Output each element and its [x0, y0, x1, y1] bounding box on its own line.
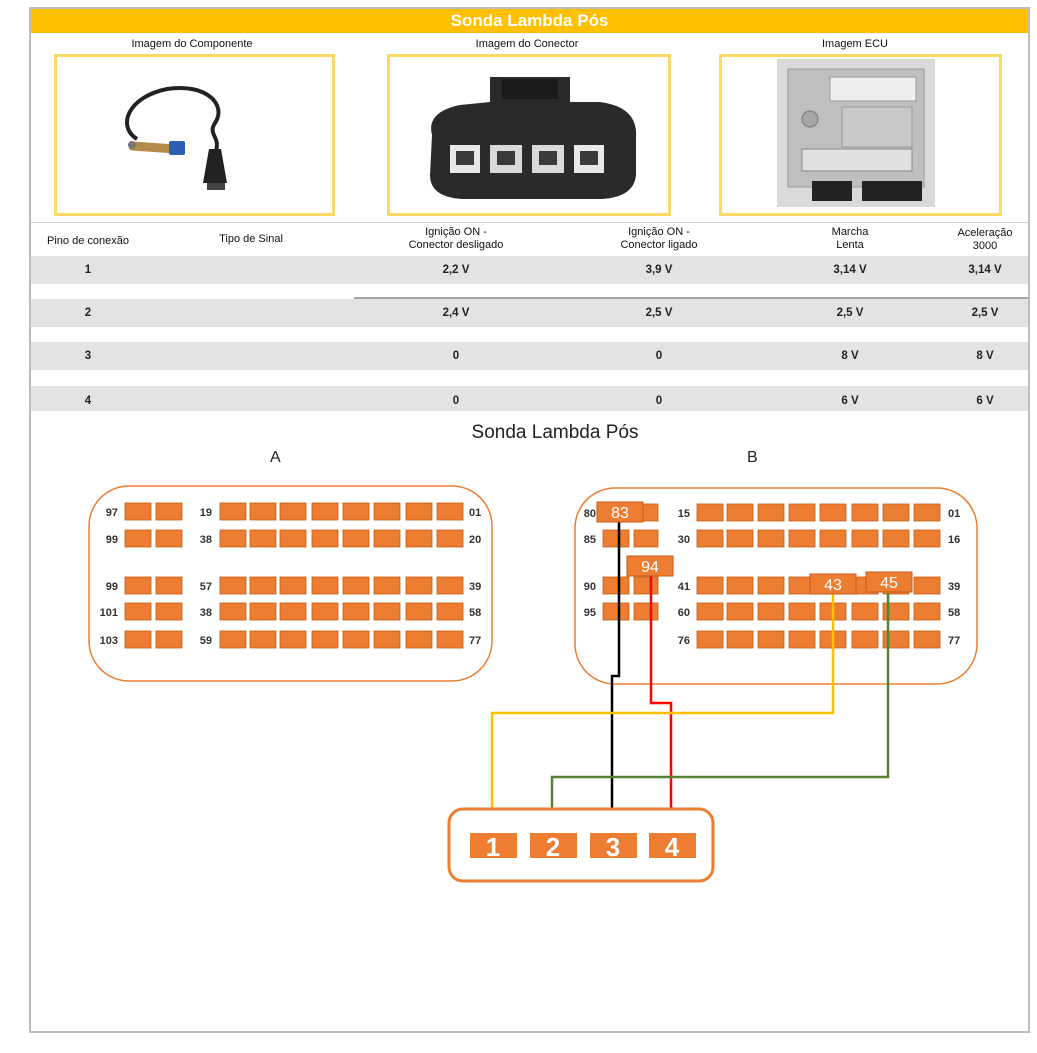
header-ign-on: Ignição ON - Conector ligado	[620, 226, 698, 251]
lambda-sensor-illustration	[125, 86, 227, 190]
component-image-caption: Imagem do Componente	[131, 38, 253, 50]
page-title: Sonda Lambda Pós	[31, 9, 1028, 33]
component-image	[54, 54, 335, 216]
ecu-image	[719, 54, 1002, 216]
table-header: Pino de conexão Tipo de Sinal Ignição ON…	[31, 222, 1028, 256]
connector-image-caption: Imagem do Conector	[475, 38, 579, 50]
ecu-illustration	[777, 59, 935, 207]
connector-a-label: A	[270, 449, 281, 466]
header-signal: Tipo de Sinal	[219, 233, 283, 245]
table-row: 2 2,4 V 2,5 V 2,5 V 2,5 V	[31, 299, 1028, 327]
header-idle: Marcha Lenta	[831, 226, 869, 251]
table-row: 1 2,2 V 3,9 V 3,14 V 3,14 V	[31, 256, 1028, 284]
connector-b-label: B	[747, 449, 758, 466]
connector-illustration	[430, 77, 637, 199]
row-divider	[354, 297, 1028, 299]
table-row: 4 0 0 6 V 6 V	[31, 386, 1028, 411]
header-accel: Aceleração 3000	[957, 227, 1013, 252]
diagram-title: Sonda Lambda Pós	[471, 422, 639, 443]
header-ign-off: Ignição ON - Conector desligado	[408, 226, 504, 251]
connector-image	[387, 54, 671, 216]
table-row: 3 0 0 8 V 8 V	[31, 342, 1028, 370]
ecu-image-caption: Imagem ECU	[821, 38, 889, 50]
header-pin: Pino de conexão	[47, 235, 129, 247]
